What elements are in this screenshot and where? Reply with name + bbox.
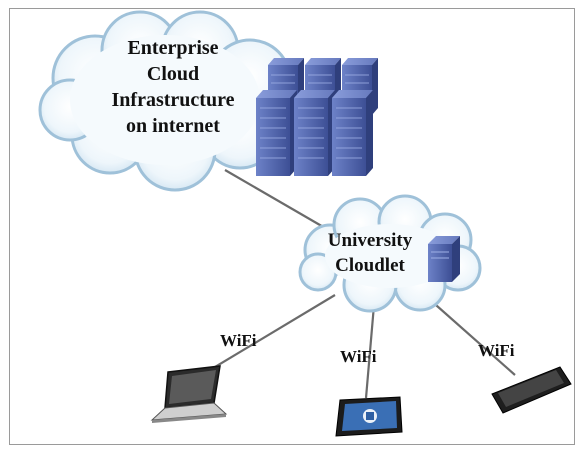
server-tower-icon [428,236,460,282]
label-line: Cloud [146,63,200,85]
laptop-icon [150,365,228,423]
label-line: Enterprise [127,37,219,59]
label-line: Infrastructure [111,89,235,111]
university-cloudlet-label: University Cloudlet [305,228,435,278]
server-rack-cluster-icon [256,58,378,176]
label-line: University [327,230,413,251]
cloudlet-to-phone-link [427,297,516,376]
label-line: on internet [126,115,220,137]
cloud-to-cloudlet-link [224,169,333,233]
wifi-label-tablet: WiFi [340,347,377,366]
wifi-label-phone: WiFi [478,341,515,360]
enterprise-cloud-label: Enterprise Cloud Infrastructure on inter… [88,35,258,139]
cloudlet-to-tablet-link [364,304,376,399]
smartphone-icon [491,366,572,414]
tablet-icon [335,396,403,437]
label-line: Cloudlet [335,255,405,276]
wifi-label-laptop: WiFi [220,331,257,350]
